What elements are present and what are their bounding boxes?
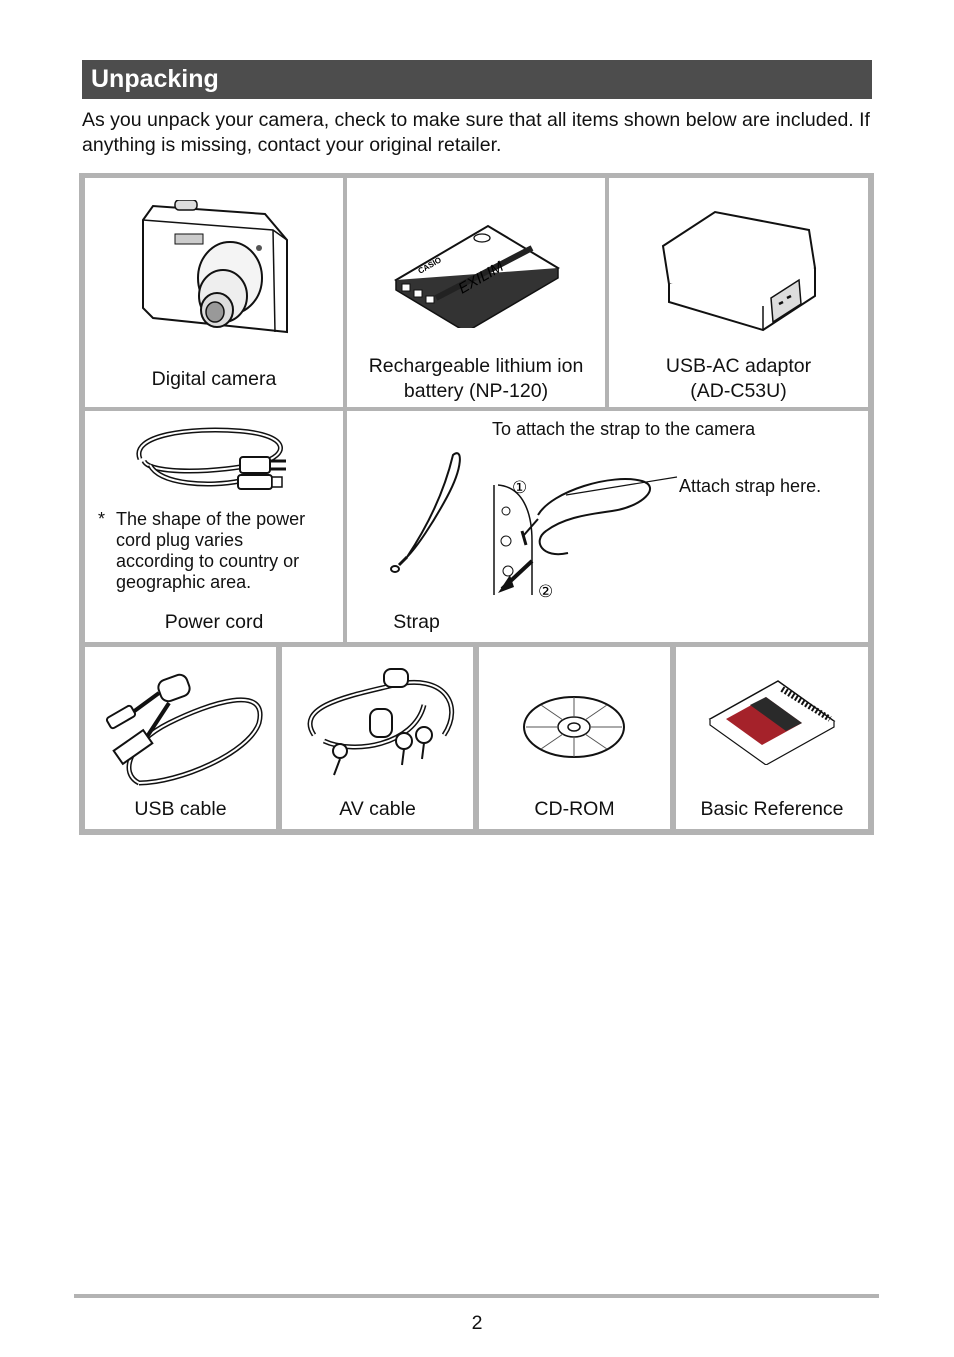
strap-attach-title: To attach the strap to the camera [492, 419, 756, 439]
adaptor-label-line-2: (AD-C53U) [690, 380, 787, 402]
battery-label-line-1: Rechargeable lithium ion [368, 355, 584, 377]
item-digital-camera: Digital camera [85, 178, 343, 407]
basic-reference-label: Basic Reference [700, 798, 844, 820]
strap-step-2: ② [538, 582, 553, 599]
power-cord-note-mark: * [98, 509, 106, 529]
power-cord-note-line-1: The shape of the power [116, 509, 306, 529]
strap-illustration [390, 452, 461, 573]
adaptor-label-line-1: USB-AC adaptor [665, 355, 812, 377]
usb-ac-adaptor-illustration [661, 210, 817, 332]
item-usb-ac-adaptor: USB-AC adaptor (AD-C53U) [609, 178, 868, 407]
strap-label: Strap [393, 611, 440, 633]
item-usb-cable: USB cable [85, 647, 276, 829]
item-cd-rom: CD-ROM [479, 647, 670, 829]
basic-reference-illustration [708, 680, 836, 765]
strap-attach-callout: Attach strap here. [679, 476, 822, 496]
cd-rom-illustration [523, 696, 625, 758]
strap-attach-diagram: ① ② [493, 476, 678, 599]
footer-divider [74, 1294, 879, 1298]
battery-label-line-2: battery (NP-120) [403, 380, 549, 402]
power-cord-note-line-4: geographic area. [116, 572, 252, 592]
item-power-cord: * The shape of the power cord plug varie… [85, 411, 343, 642]
contents-table: Digital camera CASIO EXILIM Rechargeable… [79, 173, 874, 835]
usb-cable-label: USB cable [134, 798, 227, 820]
power-cord-label: Power cord [164, 611, 264, 633]
power-cord-note-line-3: according to country or [116, 551, 300, 571]
item-av-cable: AV cable [282, 647, 473, 829]
av-cable-illustration [307, 668, 455, 776]
section-title: Unpacking [82, 60, 872, 99]
power-cord-note-line-2: cord plug varies [116, 530, 244, 550]
av-cable-label: AV cable [339, 798, 416, 820]
item-battery: CASIO EXILIM Rechargeable lithium ion ba… [347, 178, 605, 407]
item-basic-reference: Basic Reference [676, 647, 868, 829]
power-cord-illustration [136, 427, 286, 490]
cd-rom-label: CD-ROM [534, 798, 615, 820]
page-number: 2 [471, 1312, 483, 1334]
battery-illustration: CASIO EXILIM [394, 224, 560, 328]
usb-cable-illustration [105, 673, 263, 786]
strap-step-1: ① [512, 478, 527, 497]
intro-paragraph: As you unpack your camera, check to make… [82, 109, 870, 156]
digital-camera-label: Digital camera [151, 368, 277, 390]
item-strap: Strap To attach the strap to the camera … [347, 411, 868, 642]
digital-camera-illustration [142, 200, 288, 334]
